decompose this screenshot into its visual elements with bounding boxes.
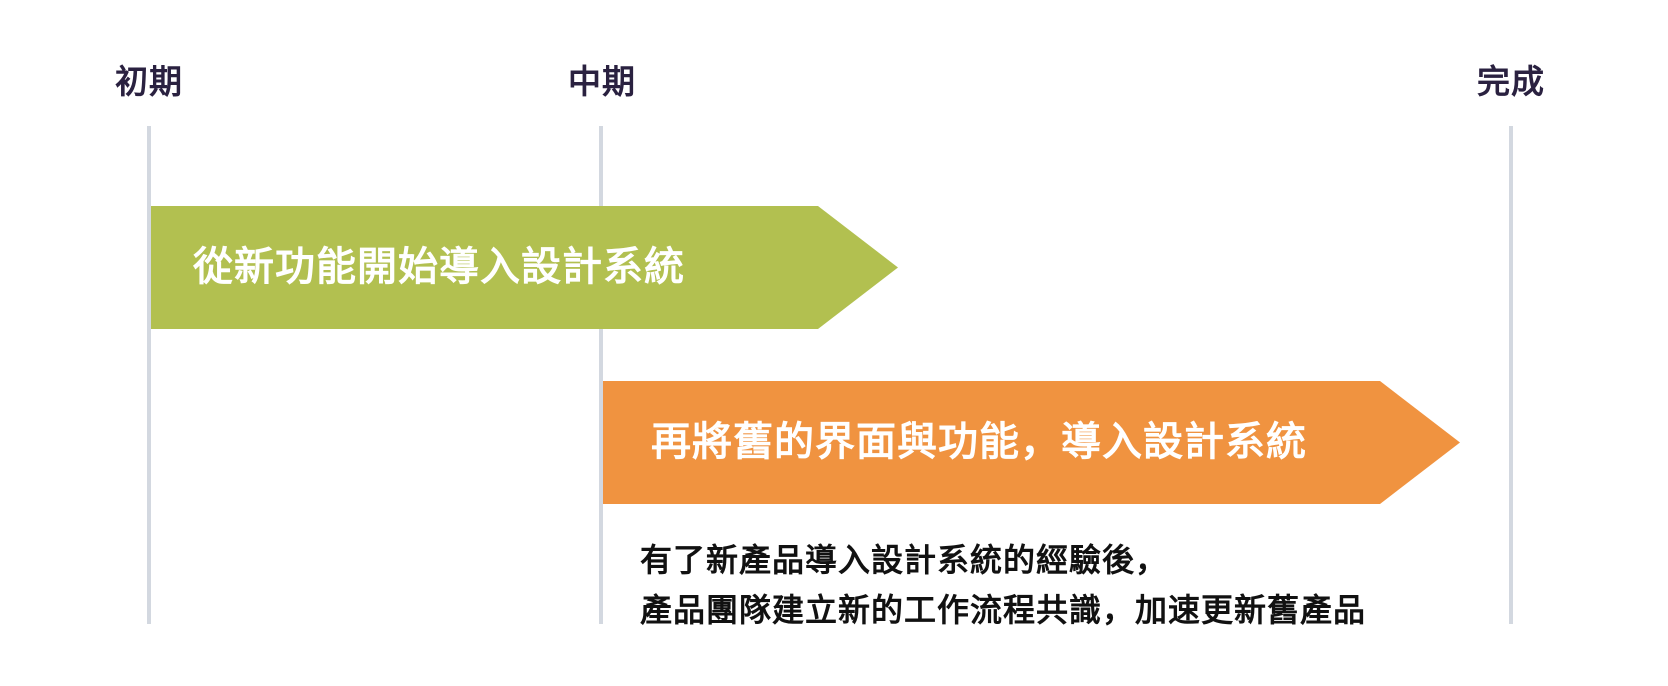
phase-line-complete (1509, 126, 1513, 624)
step-label-legacy-features: 再將舊的界面與功能，導入設計系統 (651, 419, 1307, 465)
step-arrow-new-features: 從新功能開始導入設計系統 (151, 206, 899, 329)
arrow-shape-icon (603, 381, 1460, 504)
phase-line-middle (599, 126, 603, 624)
phase-label-complete: 完成 (1477, 62, 1545, 101)
phase-line-early (147, 126, 151, 624)
note-line-1: 有了新產品導入設計系統的經驗後， (640, 541, 1169, 579)
step-arrow-legacy-features: 再將舊的界面與功能，導入設計系統 (603, 381, 1461, 504)
step-label-new-features: 從新功能開始導入設計系統 (193, 244, 685, 290)
note-line-2: 產品團隊建立新的工作流程共識，加速更新舊產品 (640, 591, 1367, 629)
arrow-shape-icon (151, 206, 898, 329)
phase-label-early: 初期 (115, 62, 183, 101)
step-note: 有了新產品導入設計系統的經驗後， 產品團隊建立新的工作流程共識，加速更新舊產品 (640, 535, 1366, 635)
phase-label-middle: 中期 (568, 62, 636, 101)
